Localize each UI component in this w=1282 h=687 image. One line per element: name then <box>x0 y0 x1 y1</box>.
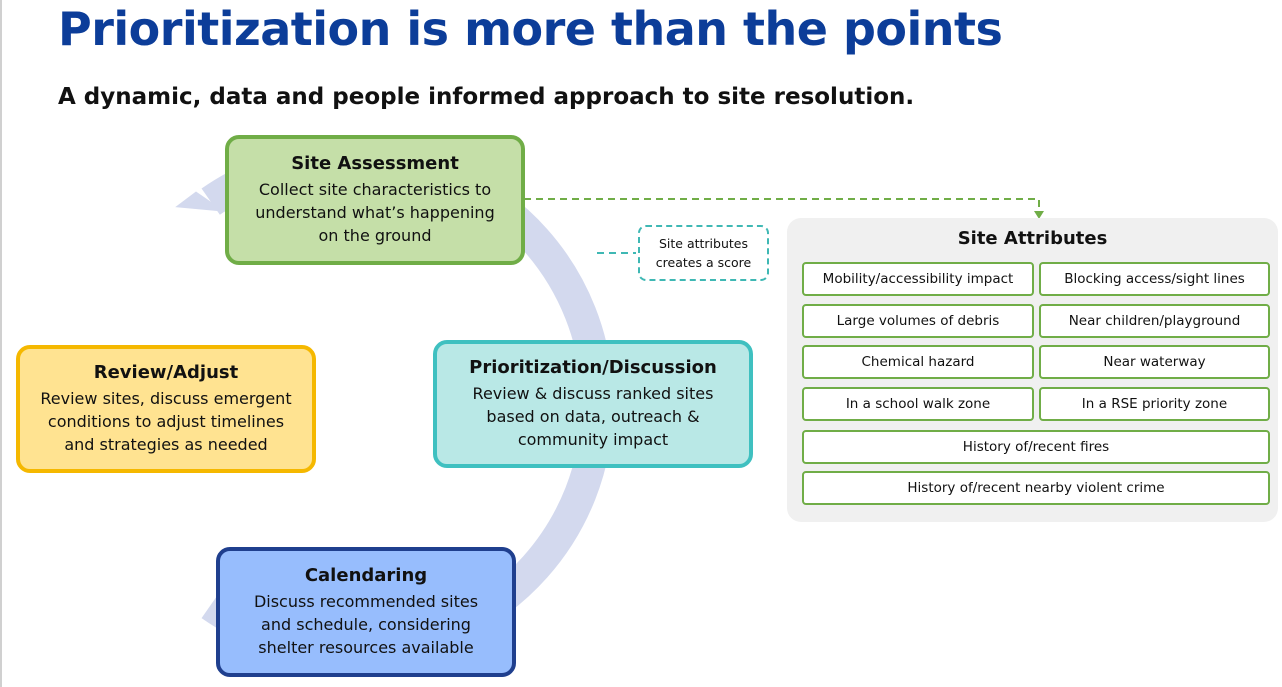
step-heading: Calendaring <box>304 565 428 586</box>
attribute-chip: Large volumes of debris <box>802 304 1034 338</box>
attribute-chip: Blocking access/sight lines <box>1039 262 1270 296</box>
attribute-chip: Mobility/accessibility impact <box>802 262 1034 296</box>
site-attributes-panel: Site Attributes Mobility/accessibility i… <box>787 218 1278 522</box>
step-description: Collect site characteristics to understa… <box>229 178 521 247</box>
description-line: Review sites, discuss emergent <box>40 389 292 408</box>
step-description: Discuss recommended sites and schedule, … <box>220 590 512 659</box>
step-review-adjust: Review/Adjust Review sites, discuss emer… <box>16 345 316 473</box>
description-line: and strategies as needed <box>64 435 268 454</box>
step-prioritization-discussion: Prioritization/Discussion Review & discu… <box>433 340 753 468</box>
note-line: Site attributes <box>658 236 748 251</box>
step-site-assessment: Site Assessment Collect site characteris… <box>225 135 525 265</box>
description-line: on the ground <box>318 226 432 245</box>
description-line: community impact <box>517 430 669 449</box>
description-line: understand what’s happening <box>255 203 495 222</box>
description-line: shelter resources available <box>258 638 474 657</box>
step-heading: Prioritization/Discussion <box>469 357 717 378</box>
description-line: conditions to adjust timelines <box>47 412 285 431</box>
step-heading: Site Assessment <box>291 153 459 174</box>
step-description: Review & discuss ranked sites based on d… <box>437 382 749 451</box>
left-edge-rule <box>0 0 2 687</box>
description-line: Discuss recommended sites <box>253 592 479 611</box>
step-heading: Review/Adjust <box>93 362 239 383</box>
step-description: Review sites, discuss emergent condition… <box>20 387 312 456</box>
page-title: Prioritization is more than the points <box>58 2 1003 56</box>
site-attributes-title: Site Attributes <box>957 228 1108 249</box>
attribute-chip: History of/recent nearby violent crime <box>802 471 1270 505</box>
score-note: Site attributes creates a score <box>638 225 769 281</box>
attribute-chip: In a RSE priority zone <box>1039 387 1270 421</box>
description-line: Review & discuss ranked sites <box>472 384 714 403</box>
dashed-connector-to-attributes <box>524 198 1040 212</box>
cycle-arrowhead <box>175 191 226 212</box>
attribute-chip: Near waterway <box>1039 345 1270 379</box>
attribute-chip: Near children/playground <box>1039 304 1270 338</box>
attribute-chip: Chemical hazard <box>802 345 1034 379</box>
connector-arrowhead <box>1034 211 1044 219</box>
note-line: creates a score <box>655 255 752 270</box>
page-subtitle: A dynamic, data and people informed appr… <box>58 84 915 110</box>
attribute-chip: History of/recent fires <box>802 430 1270 464</box>
step-calendaring: Calendaring Discuss recommended sites an… <box>216 547 516 677</box>
description-line: Collect site characteristics to <box>258 180 492 199</box>
attribute-chip: In a school walk zone <box>802 387 1034 421</box>
description-line: based on data, outreach & <box>486 407 700 426</box>
description-line: and schedule, considering <box>261 615 471 634</box>
